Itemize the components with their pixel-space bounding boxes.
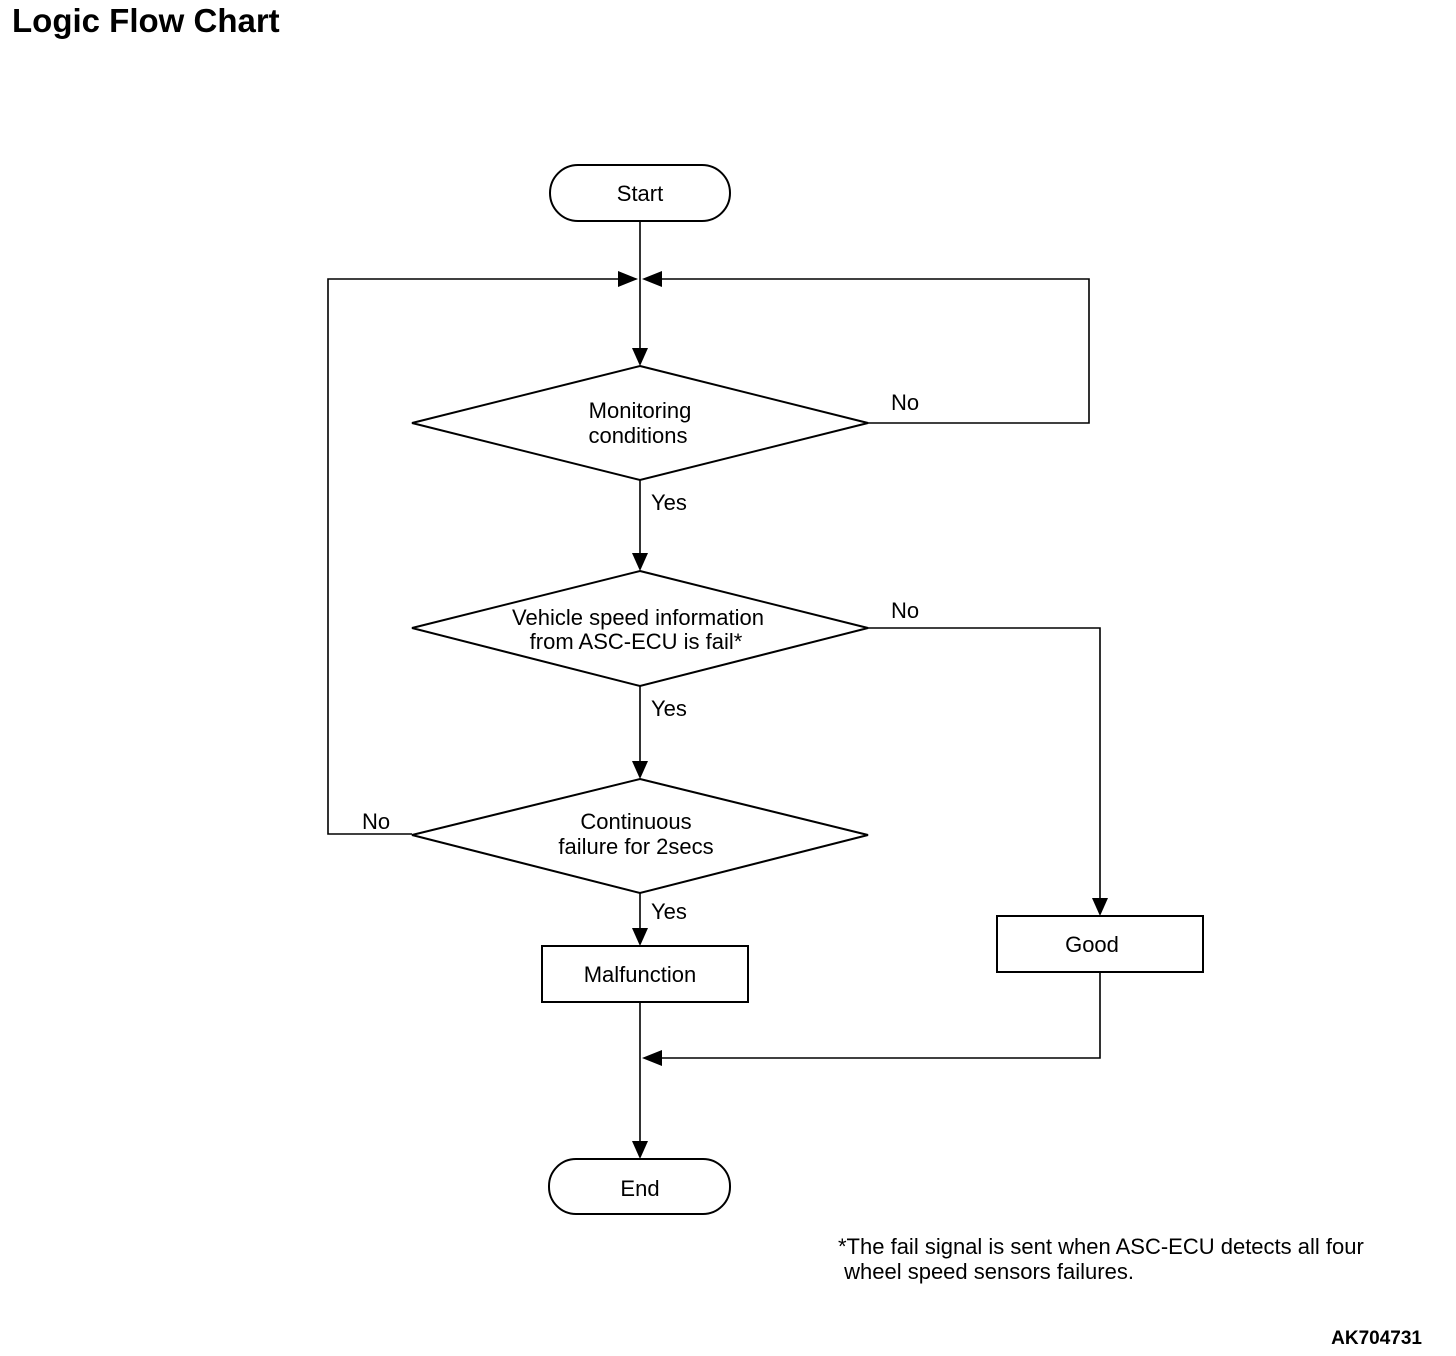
start-label: Start	[617, 181, 663, 206]
footnote: *The fail signal is sent when ASC-ECU de…	[838, 1234, 1364, 1284]
arrow-good-merge	[642, 1050, 662, 1066]
malfunction-label: Malfunction	[584, 962, 697, 987]
monitoring-no-label: No	[891, 390, 919, 415]
continuous-label-line-1: Continuous	[580, 809, 691, 834]
arrow-into-vehicle-speed	[632, 553, 648, 571]
start-node: Start	[549, 164, 731, 222]
malfunction-node: Malfunction	[541, 945, 749, 1003]
arrow-into-end	[632, 1141, 648, 1159]
footnote-line-1: *The fail signal is sent when ASC-ECU de…	[838, 1234, 1364, 1259]
vehicle-speed-label-line-2: from ASC-ECU is fail*	[530, 629, 743, 654]
footnote-line-2: wheel speed sensors failures.	[838, 1259, 1134, 1284]
end-node: End	[548, 1158, 731, 1215]
page-title: Logic Flow Chart	[12, 2, 280, 39]
arrow-into-continuous	[632, 761, 648, 779]
good-node: Good	[996, 915, 1204, 973]
arrow-into-good	[1092, 898, 1108, 916]
connector-monitoring-no-loop	[656, 278, 1090, 424]
connector-continuous-no-loop	[327, 278, 626, 835]
arrow-loop-right	[642, 271, 662, 287]
figure-code: AK704731	[1331, 1328, 1422, 1349]
good-label: Good	[1065, 932, 1119, 957]
connector-good-to-end	[656, 972, 1101, 1059]
vehicle-speed-no-label: No	[891, 598, 919, 623]
arrow-loop-left	[618, 271, 638, 287]
continuous-label-line-2: failure for 2secs	[558, 834, 713, 859]
arrow-into-malfunction	[632, 928, 648, 946]
continuous-no-label: No	[362, 809, 390, 834]
continuous-yes-label: Yes	[651, 899, 687, 924]
vehicle-speed-yes-label: Yes	[651, 696, 687, 721]
vehicle-speed-decision: Vehicle speed information from ASC-ECU i…	[411, 569, 869, 688]
monitoring-label-line-2: conditions	[588, 423, 687, 448]
arrow-into-monitoring	[632, 348, 648, 366]
monitoring-conditions-decision: Monitoring conditions	[411, 364, 869, 482]
connector-vehicle-speed-no	[868, 627, 1101, 900]
continuous-failure-decision: Continuous failure for 2secs	[411, 777, 869, 895]
monitoring-label-line-1: Monitoring	[589, 398, 692, 423]
vehicle-speed-label-line-1: Vehicle speed information	[512, 605, 764, 630]
end-label: End	[620, 1176, 659, 1201]
monitoring-yes-label: Yes	[651, 490, 687, 515]
